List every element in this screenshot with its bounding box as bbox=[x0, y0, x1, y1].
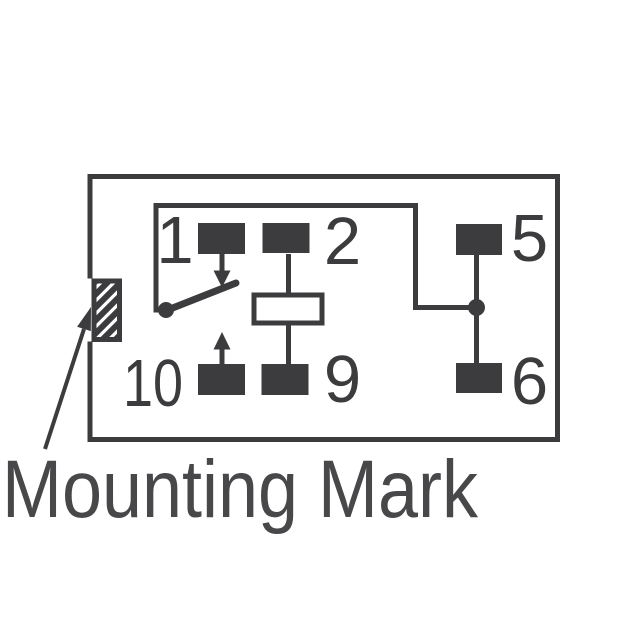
pin-6-label: 6 bbox=[511, 344, 548, 419]
arrow-down-icon bbox=[213, 270, 231, 288]
pin-9-label: 9 bbox=[324, 342, 361, 417]
pin-5-pad bbox=[456, 224, 502, 255]
pin-10-pad bbox=[198, 364, 245, 395]
caption: Mounting Mark bbox=[2, 444, 479, 535]
pin-9-pad bbox=[261, 364, 309, 395]
pin-6-pad bbox=[456, 363, 502, 393]
pin-1-label: 1 bbox=[156, 203, 193, 278]
switch-blade bbox=[161, 279, 240, 315]
mounting-mark-icon bbox=[91, 278, 122, 342]
pin-5-label: 5 bbox=[511, 201, 548, 276]
callout-arrow-icon bbox=[77, 307, 91, 332]
pin-10-label: 10 bbox=[123, 346, 183, 421]
junction-dot bbox=[468, 299, 485, 316]
pin-2-label: 2 bbox=[324, 204, 361, 279]
common-wire bbox=[153, 203, 477, 313]
pin-1-pad bbox=[198, 223, 245, 254]
callout-arrow-line bbox=[43, 328, 86, 450]
arrow-up-icon bbox=[213, 332, 231, 350]
pin-2-pad bbox=[262, 223, 310, 253]
package-outline bbox=[87, 174, 560, 442]
coil bbox=[251, 292, 325, 326]
